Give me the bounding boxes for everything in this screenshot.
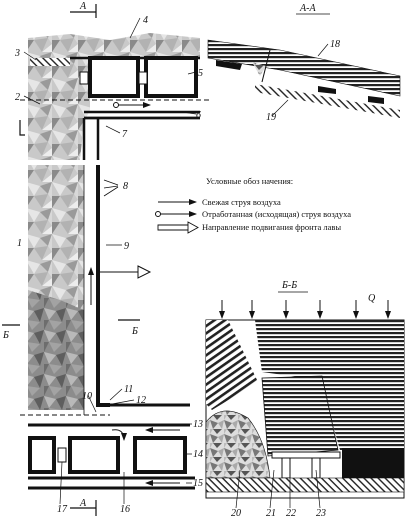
face-advance-arrow [98, 265, 152, 279]
callout-20: 20 [231, 508, 241, 519]
section-a-bottom-label: A [79, 498, 87, 509]
legend-exhaust-air-marker [155, 211, 161, 217]
callout-8-leaders [103, 179, 119, 197]
section-b-left-label: Б [2, 330, 9, 341]
seam-lower-hatch [255, 84, 400, 118]
callout-3: 3 [14, 48, 20, 59]
callout-16: 16 [120, 504, 130, 515]
section-aa [207, 13, 401, 118]
callout-15: 15 [193, 478, 203, 489]
pillar-top-1 [88, 56, 140, 98]
seam-black-block-2 [318, 86, 336, 94]
section-aa-break [261, 49, 271, 83]
bottom-drift-walls [28, 403, 195, 490]
callout-1: 1 [17, 238, 22, 249]
rock-massif-upper-left [28, 58, 90, 160]
callout-13: 13 [193, 419, 203, 430]
callout-12: 12 [136, 395, 146, 406]
callout-18: 18 [330, 39, 340, 50]
pillar-bottom-3 [133, 436, 187, 474]
crossing-block-bottom [57, 447, 67, 463]
fault-mark [19, 120, 25, 136]
caved-block-hatch [206, 320, 258, 410]
legend-title: Условные обоз начения: [206, 176, 293, 186]
crossing-block-top-1 [79, 71, 89, 85]
callout-7: 7 [122, 129, 128, 140]
section-a-top-label: A [79, 1, 87, 12]
goaf-rubble-20 [205, 410, 271, 479]
callout-11: 11 [124, 384, 133, 395]
seam-black-block-3 [368, 96, 384, 104]
callout-6: 6 [196, 110, 201, 121]
section-bb-title: Б-Б [281, 280, 297, 291]
crossing-block-top-2 [138, 71, 148, 85]
callout-17: 17 [57, 504, 68, 515]
support-leg-2 [311, 457, 321, 479]
plan-view [2, 4, 210, 516]
lowered-roof-block [261, 375, 339, 457]
callout-5: 5 [198, 68, 203, 79]
section-bb [205, 291, 405, 499]
labels: A A Б Б А-А Б-Б Q 1 2 3 4 5 6 7 8 9 10 1… [2, 1, 376, 519]
pillar-bottom-1 [28, 436, 56, 474]
rock-massif-face-dark [28, 290, 84, 410]
support-leg-1 [281, 457, 291, 479]
legend [155, 199, 199, 234]
legend-item-face-advance: Направление подвигания фронта лавы [202, 222, 341, 232]
callout-23: 23 [316, 508, 326, 519]
seam-black-block-1 [216, 60, 242, 70]
callout-8: 8 [123, 181, 128, 192]
air-turn-arrow [111, 429, 127, 441]
callout-leaders [23, 17, 329, 509]
drift-6-line [84, 110, 200, 120]
roof-strata-hatch [255, 320, 404, 450]
callout-2: 2 [15, 92, 20, 103]
longwall-right-wall [96, 165, 110, 407]
rock-massif-top [28, 33, 200, 58]
seam-upper-hatch [207, 39, 401, 97]
goaf-hatch-top [30, 58, 70, 66]
pillar-bottom-2 [68, 436, 120, 474]
callout-14: 14 [193, 449, 203, 460]
legend-item-fresh-air: Свежая струя воздуха [202, 197, 281, 207]
section-a-top-mark [70, 4, 97, 18]
legend-face-advance-arrow [157, 221, 199, 234]
legend-item-exhaust-air: Отработанная (исходящая) струя воздуха [202, 209, 351, 219]
callout-19: 19 [266, 112, 276, 123]
callout-22: 22 [286, 508, 296, 519]
coal-seam-block [342, 448, 404, 478]
callout-21: 21 [266, 508, 276, 519]
exhaust-air-marker-top [113, 102, 119, 108]
section-aa-title: А-А [299, 3, 316, 14]
callout-4: 4 [143, 15, 148, 26]
support-canopy [271, 451, 341, 459]
seam-rubble [252, 62, 266, 76]
callout-10: 10 [82, 391, 92, 402]
callout-9: 9 [124, 241, 129, 252]
pillar-top-2 [144, 56, 198, 98]
floor-strata-hatch [205, 477, 405, 493]
section-a-bottom-mark [70, 500, 97, 516]
load-q-label: Q [368, 293, 376, 304]
section-b-right-label: Б [131, 326, 138, 337]
